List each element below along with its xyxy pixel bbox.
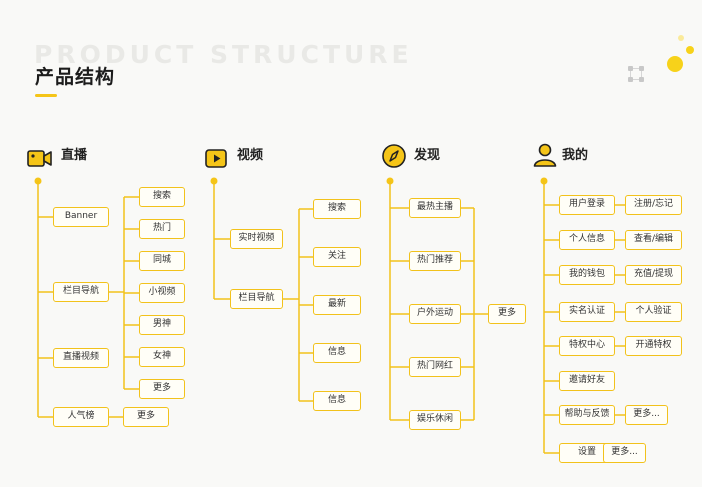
level1-node-mine[interactable]: 特权中心 [559, 336, 615, 356]
level2-node-mine[interactable]: 更多... [603, 443, 646, 463]
category-label-discover: 发现 [414, 148, 441, 163]
compass-icon [382, 144, 406, 168]
level1-node-discover[interactable]: 热门推荐 [409, 251, 461, 271]
level1-node-live[interactable]: Banner [53, 207, 109, 227]
decor-circle-large [667, 56, 683, 72]
category-label-mine: 我的 [562, 148, 589, 163]
level1-node-discover[interactable]: 户外运动 [409, 304, 461, 324]
level1-node-discover[interactable]: 最热主播 [409, 198, 461, 218]
level2-node-live[interactable]: 热门 [139, 219, 185, 239]
page-title: 产品结构 [35, 66, 116, 88]
watermark-text: PRODUCT STRUCTURE [34, 40, 413, 69]
level2-node-video[interactable]: 关注 [313, 247, 361, 267]
level2-node-live[interactable]: 同城 [139, 251, 185, 271]
level2-node-mine[interactable]: 开通特权 [625, 336, 682, 356]
level1-node-video[interactable]: 实时视频 [230, 229, 283, 249]
level1-node-mine[interactable]: 用户登录 [559, 195, 615, 215]
level2-node-live[interactable]: 更多 [123, 407, 169, 427]
level1-node-live[interactable]: 直播视频 [53, 348, 109, 368]
level1-node-mine[interactable]: 个人信息 [559, 230, 615, 250]
level2-node-live[interactable]: 小视频 [139, 283, 185, 303]
play-button-icon [205, 149, 227, 168]
level2-node-mine[interactable]: 个人验证 [625, 302, 682, 322]
user-icon [533, 143, 557, 167]
level1-node-mine[interactable]: 帮助与反馈 [559, 405, 615, 425]
level1-node-live[interactable]: 人气榜 [53, 407, 109, 427]
level2-node-video[interactable]: 搜索 [313, 199, 361, 219]
level2-node-discover[interactable]: 更多 [488, 304, 526, 324]
video-camera-icon [27, 150, 52, 167]
level2-node-mine[interactable]: 更多... [625, 405, 668, 425]
level2-node-video[interactable]: 最新 [313, 295, 361, 315]
level2-node-mine[interactable]: 查看/编辑 [625, 230, 682, 250]
level1-node-mine[interactable]: 实名认证 [559, 302, 615, 322]
grid-squares-icon [628, 66, 644, 82]
decor-circle-tiny [678, 35, 684, 41]
level2-node-live[interactable]: 搜索 [139, 187, 185, 207]
category-label-video: 视频 [237, 148, 264, 163]
decor-circle-small [686, 46, 694, 54]
level1-node-discover[interactable]: 娱乐休闲 [409, 410, 461, 430]
title-underline [35, 94, 57, 97]
level1-node-live[interactable]: 栏目导航 [53, 282, 109, 302]
level1-node-discover[interactable]: 热门网红 [409, 357, 461, 377]
level2-node-mine[interactable]: 注册/忘记 [625, 195, 682, 215]
level2-node-video[interactable]: 信息 [313, 343, 361, 363]
level2-node-live[interactable]: 男神 [139, 315, 185, 335]
category-label-live: 直播 [61, 148, 88, 163]
level2-node-live[interactable]: 更多 [139, 379, 185, 399]
level2-node-video[interactable]: 信息 [313, 391, 361, 411]
level2-node-live[interactable]: 女神 [139, 347, 185, 367]
level1-node-mine[interactable]: 邀请好友 [559, 371, 615, 391]
level1-node-video[interactable]: 栏目导航 [230, 289, 283, 309]
level1-node-mine[interactable]: 我的钱包 [559, 265, 615, 285]
level2-node-mine[interactable]: 充值/提现 [625, 265, 682, 285]
